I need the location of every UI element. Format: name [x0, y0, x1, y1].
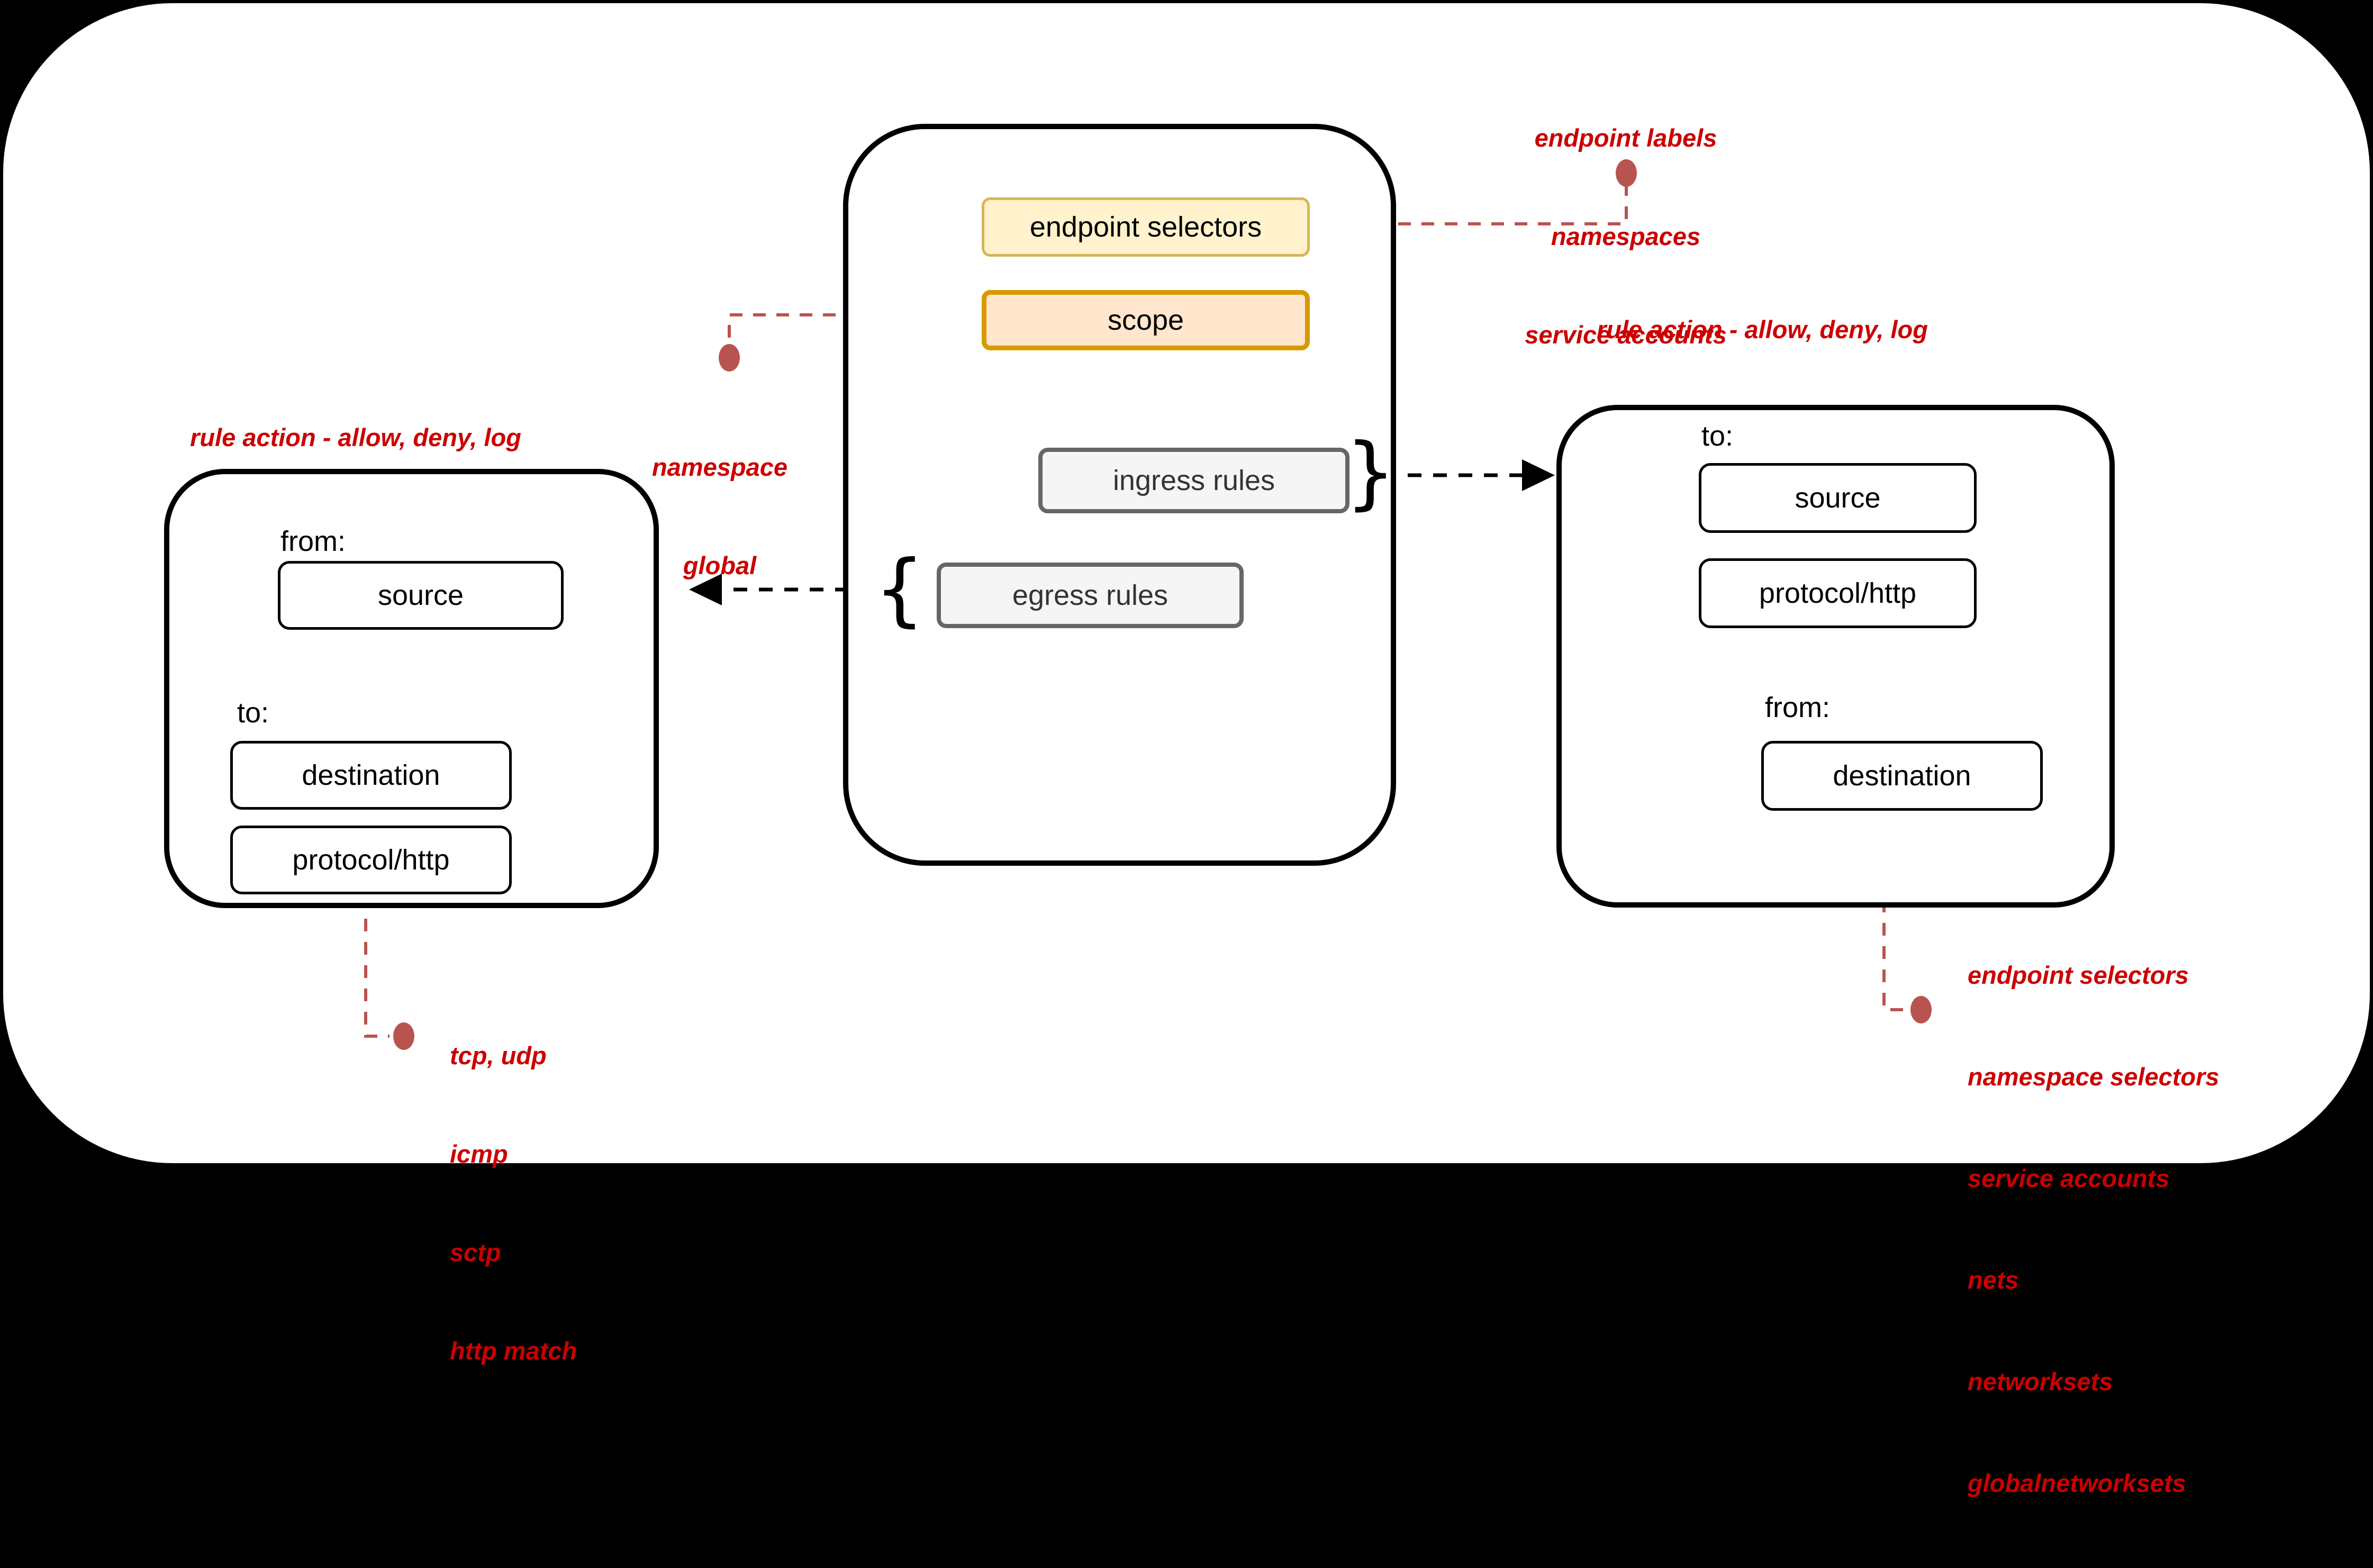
right-source-box: source: [1699, 463, 1977, 533]
ingress-brace-icon: }: [1345, 427, 1396, 519]
endpoint-selectors-label: endpoint selectors: [1029, 211, 1262, 243]
left-source-label: source: [377, 579, 464, 611]
egress-rule-container: from: source to: destination protocol/ht…: [164, 469, 659, 908]
egress-rules-box: egress rules: [937, 563, 1244, 628]
left-destination-label: destination: [302, 759, 440, 791]
destination-options-note: endpoint selectors namespace selectors s…: [1968, 961, 2220, 1497]
endpoint-selectors-box: endpoint selectors: [982, 197, 1310, 257]
scope-box: scope: [982, 290, 1310, 350]
right-destination-box: destination: [1761, 741, 2043, 811]
right-source-label: source: [1795, 482, 1881, 514]
left-rule-action-title: rule action - allow, deny, log: [190, 423, 521, 451]
right-to-label: to:: [1701, 420, 1734, 452]
scope-label: scope: [1107, 304, 1184, 336]
left-source-box: source: [278, 561, 564, 630]
left-from-label: from:: [280, 525, 346, 557]
left-protocol-box: protocol/http: [230, 826, 512, 894]
scope-options-note: namespace global: [651, 453, 788, 579]
left-protocol-label: protocol/http: [292, 844, 450, 876]
right-protocol-label: protocol/http: [1759, 577, 1917, 609]
right-destination-label: destination: [1833, 760, 1971, 792]
ingress-rules-box: ingress rules: [1038, 448, 1349, 513]
left-to-label: to:: [237, 697, 269, 729]
egress-rules-label: egress rules: [1012, 579, 1169, 611]
ingress-rules-label: ingress rules: [1112, 465, 1275, 496]
left-destination-box: destination: [230, 741, 512, 810]
policy-container: endpoint selectors scope ingress rules e…: [843, 124, 1396, 866]
diagram-canvas: endpoint selectors scope ingress rules e…: [3, 3, 2370, 1497]
ingress-rule-container: to: source protocol/http from: destinati…: [1556, 405, 2115, 908]
egress-brace-icon: {: [874, 543, 925, 636]
right-protocol-box: protocol/http: [1699, 558, 1977, 628]
right-from-label: from:: [1765, 692, 1831, 723]
protocol-options-note: tcp, udp icmp sctp http match: [450, 1041, 577, 1365]
right-rule-action-title: rule action - allow, deny, log: [1597, 315, 1928, 343]
endpoint-selectors-note: endpoint labels namespaces service accou…: [1525, 124, 1727, 349]
